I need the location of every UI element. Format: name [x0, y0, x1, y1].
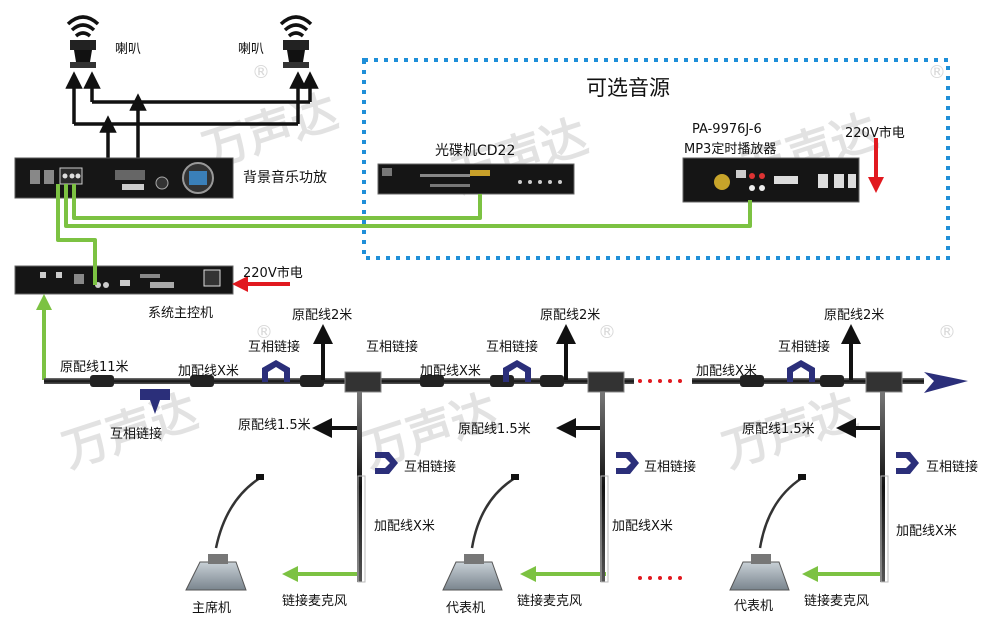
registered-mark-1: ®: [252, 62, 270, 83]
cable-ext-6: 加配线X米: [896, 524, 957, 539]
interlink-label-3: 互相链接: [366, 340, 419, 355]
mp3-player-device: [682, 157, 860, 203]
trunk-cable: [44, 372, 968, 393]
cable-orig-1-5m-3: 原配线1.5米: [742, 422, 815, 437]
cable-ext-3: 加配线X米: [696, 364, 757, 379]
optional-source-box: [362, 58, 950, 260]
cable-orig-2m-1: 原配线2米: [292, 308, 353, 323]
mic-delegate-2: [729, 474, 806, 591]
cd-player-device: [377, 163, 575, 195]
main-controller-label: 系统主控机: [148, 306, 214, 321]
cable-ext-5: 加配线X米: [612, 519, 673, 534]
cable-orig-2m-2: 原配线2米: [540, 308, 601, 323]
speaker-right-label: 喇叭: [238, 42, 265, 57]
interlink-label-1: 互相链接: [110, 427, 163, 442]
cable-orig-1-5m-2: 原配线1.5米: [458, 422, 531, 437]
black-arrows: [312, 324, 880, 438]
link-mic-label-3: 链接麦克风: [804, 594, 870, 609]
interlink-label-6: 互相链接: [404, 460, 457, 475]
speaker-wiring: [65, 71, 319, 168]
mp3-player-label: MP3定时播放器: [684, 142, 777, 157]
speaker-left-label: 喇叭: [115, 42, 142, 57]
interlink-symbols: [140, 360, 919, 474]
registered-mark-3: ®: [255, 322, 273, 343]
cd-player-label: 光碟机CD22: [435, 143, 516, 159]
mains-lower-label: 220V市电: [243, 266, 303, 281]
link-mic-label-1: 链接麦克风: [282, 594, 348, 609]
cable-ext-1: 加配线X米: [178, 364, 239, 379]
registered-mark-5: ®: [938, 322, 956, 343]
speaker-right: [279, 15, 313, 68]
optional-source-title: 可选音源: [586, 76, 670, 100]
cable-ext-2: 加配线X米: [420, 364, 481, 379]
cable-orig-2m-3: 原配线2米: [824, 308, 885, 323]
interlink-label-7: 互相链接: [644, 460, 697, 475]
green-signal-lines: [36, 184, 885, 582]
link-mic-label-2: 链接麦克风: [517, 594, 583, 609]
interlink-label-2: 互相链接: [248, 340, 301, 355]
registered-mark-2: ®: [928, 62, 946, 83]
mains-upper-label: 220V市电: [845, 126, 905, 141]
mp3-player-model: PA-9976J-6: [692, 122, 762, 137]
continuation-dots: [638, 379, 682, 580]
interlink-label-8: 互相链接: [926, 460, 979, 475]
delegate-unit-label-1: 代表机: [446, 601, 486, 616]
registered-mark-4: ®: [598, 322, 616, 343]
chairman-unit-label: 主席机: [192, 601, 232, 616]
cable-orig-1-5m-1: 原配线1.5米: [238, 418, 311, 433]
speaker-left: [66, 15, 100, 68]
amplifier-device: [14, 157, 234, 199]
mains-arrows: [232, 138, 884, 292]
cable-orig-11m: 原配线11米: [60, 360, 129, 375]
mic-chairman: [185, 474, 264, 591]
delegate-unit-label-2: 代表机: [734, 599, 774, 614]
cable-ext-4: 加配线X米: [374, 519, 435, 534]
interlink-label-4: 互相链接: [486, 340, 539, 355]
main-controller-device: [14, 265, 234, 295]
interlink-label-5: 互相链接: [778, 340, 831, 355]
mic-delegate-1: [442, 474, 519, 591]
drop-cables: [357, 392, 889, 583]
amplifier-label: 背景音乐功放: [243, 170, 327, 186]
